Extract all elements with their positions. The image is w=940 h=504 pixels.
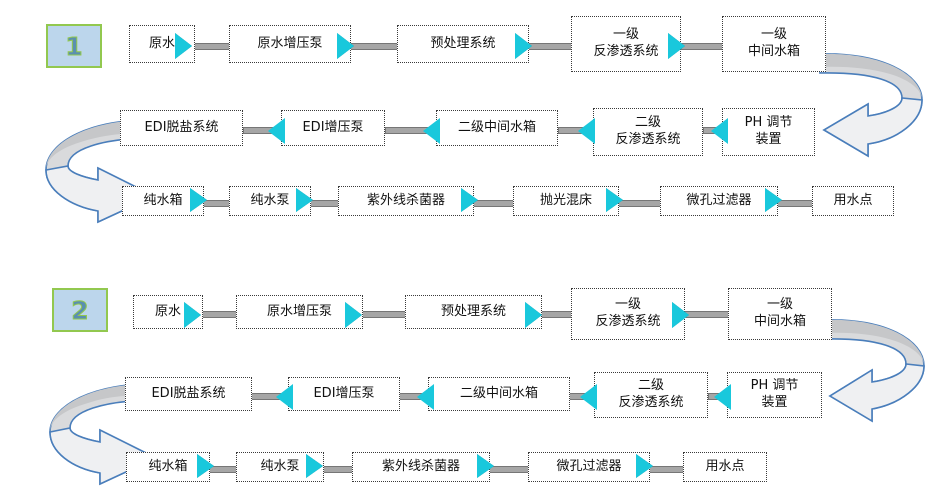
- process-node[interactable]: 抛光混床: [513, 186, 619, 216]
- process-node[interactable]: 紫外线杀菌器: [338, 186, 474, 216]
- arrow-left-icon: [711, 118, 728, 144]
- process-node[interactable]: 原水增压泵: [229, 25, 351, 63]
- process-node[interactable]: PH 调节 装置: [722, 108, 815, 156]
- arrow-right-icon: [345, 302, 362, 328]
- process-node[interactable]: 微孔过滤器: [660, 186, 778, 216]
- arrow-right-icon: [461, 188, 478, 212]
- process-node[interactable]: PH 调节 装置: [727, 372, 822, 418]
- arrow-left-icon: [578, 118, 595, 144]
- diagram-badge-2: 2: [52, 288, 108, 332]
- process-node[interactable]: 原水增压泵: [236, 295, 363, 329]
- process-node[interactable]: 紫外线杀菌器: [352, 452, 490, 482]
- process-node[interactable]: 二级 反渗透系统: [593, 108, 703, 156]
- arrow-right-icon: [525, 302, 542, 328]
- arrow-right-icon: [477, 454, 494, 478]
- arrow-right-icon: [306, 454, 323, 478]
- process-node[interactable]: 预处理系统: [397, 25, 529, 63]
- process-node[interactable]: 一级 中间水箱: [722, 16, 826, 72]
- process-node[interactable]: 一级 反渗透系统: [571, 288, 685, 340]
- arrow-left-icon: [714, 384, 731, 410]
- process-node[interactable]: 用水点: [683, 452, 767, 482]
- process-node[interactable]: 二级 反渗透系统: [594, 372, 708, 418]
- arrow-right-icon: [175, 33, 192, 59]
- process-node[interactable]: 微孔过滤器: [528, 452, 650, 482]
- process-node[interactable]: 一级 中间水箱: [728, 288, 832, 340]
- process-node[interactable]: 二级中间水箱: [428, 377, 570, 411]
- arrow-right-icon: [636, 454, 653, 478]
- arrow-right-icon: [190, 188, 207, 212]
- connector-rod: [684, 311, 732, 318]
- process-node[interactable]: 一级 反渗透系统: [571, 16, 681, 72]
- arrow-left-icon: [423, 118, 440, 144]
- arrow-left-icon: [268, 118, 285, 144]
- process-node[interactable]: EDI脱盐系统: [125, 377, 252, 411]
- arrow-left-icon: [580, 384, 597, 410]
- arrow-left-icon: [417, 384, 434, 410]
- process-node[interactable]: EDI增压泵: [288, 377, 400, 411]
- arrow-right-icon: [668, 33, 685, 59]
- arrow-right-icon: [337, 33, 354, 59]
- arrow-right-icon: [765, 188, 782, 212]
- connector-rod: [527, 43, 577, 50]
- arrow-right-icon: [672, 302, 689, 328]
- arrow-right-icon: [296, 188, 313, 212]
- curved-arrow-right-icon: [818, 40, 936, 160]
- curved-arrow-right-icon: [824, 308, 938, 424]
- diagram-badge-1: 1: [46, 24, 102, 68]
- arrow-left-icon: [276, 384, 293, 410]
- arrow-right-icon: [197, 454, 214, 478]
- process-node[interactable]: 二级中间水箱: [436, 110, 558, 146]
- process-node[interactable]: 预处理系统: [405, 295, 542, 329]
- arrow-right-icon: [606, 188, 623, 212]
- process-node[interactable]: EDI增压泵: [281, 110, 385, 146]
- arrow-right-icon: [184, 302, 201, 328]
- process-node[interactable]: 用水点: [812, 186, 894, 216]
- process-node[interactable]: EDI脱盐系统: [120, 110, 243, 146]
- process-node[interactable]: 纯水箱: [126, 452, 210, 482]
- arrow-right-icon: [515, 33, 532, 59]
